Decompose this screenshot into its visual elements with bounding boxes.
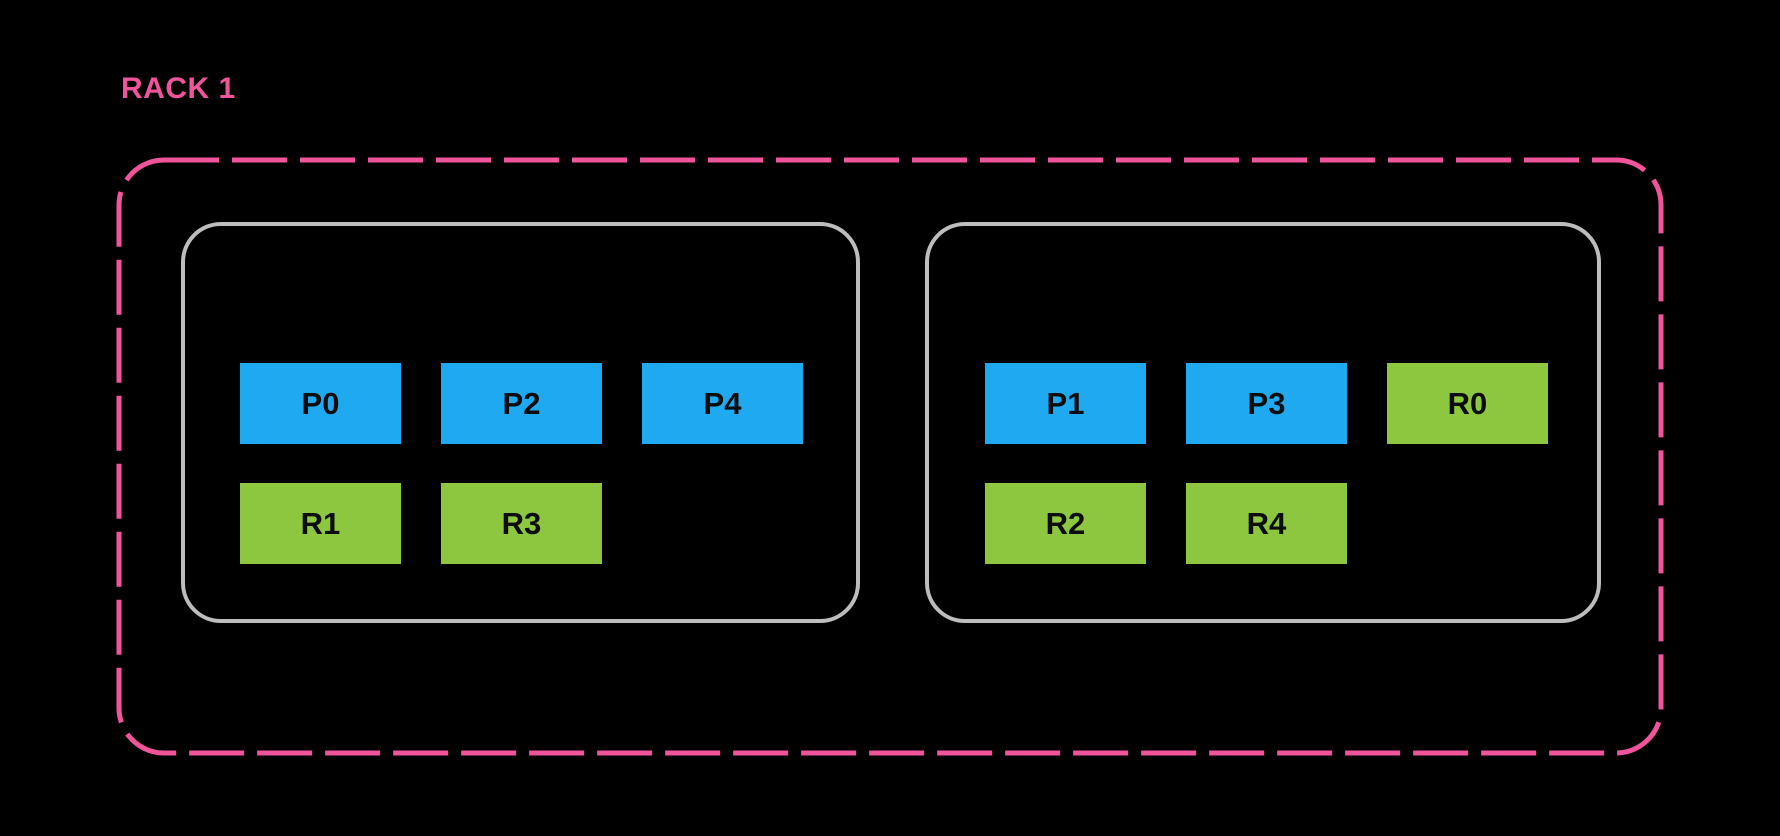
- shard-r1: R1: [240, 483, 401, 564]
- node-2-top-row: P1 P3 R0: [985, 363, 1597, 444]
- node-2-replica-row: R2 R4: [985, 483, 1597, 564]
- rack-dashed-border: [116, 157, 1664, 756]
- shard-r3: R3: [441, 483, 602, 564]
- shard-p3: P3: [1186, 363, 1347, 444]
- shard-p4: P4: [642, 363, 803, 444]
- node-1-primary-row: P0 P2 P4: [240, 363, 856, 444]
- node-2: P1 P3 R0 R2 R4: [925, 222, 1601, 623]
- node-1: P0 P2 P4 R1 R3: [181, 222, 860, 623]
- shard-p1: P1: [985, 363, 1146, 444]
- shard-r0: R0: [1387, 363, 1548, 444]
- shard-r2: R2: [985, 483, 1146, 564]
- rack-title: RACK 1: [121, 72, 236, 105]
- node-1-replica-row: R1 R3: [240, 483, 856, 564]
- shard-p2: P2: [441, 363, 602, 444]
- shard-r4: R4: [1186, 483, 1347, 564]
- shard-p0: P0: [240, 363, 401, 444]
